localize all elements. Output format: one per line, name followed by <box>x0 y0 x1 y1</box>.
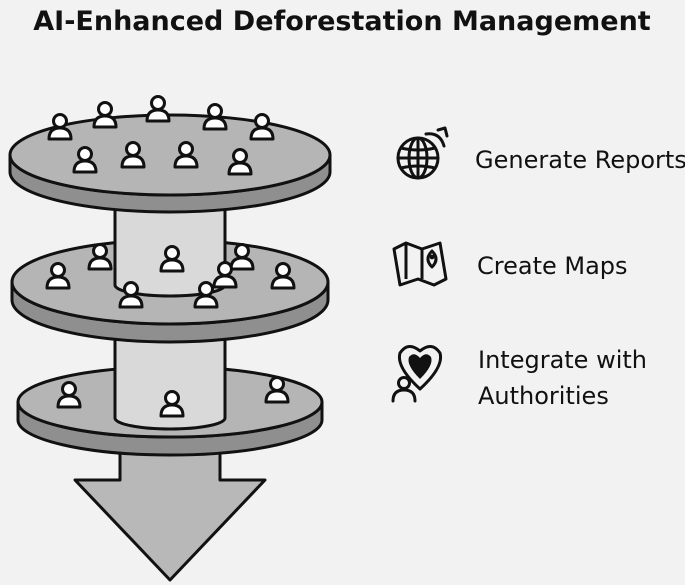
globe-arrow-icon <box>396 126 449 180</box>
feature-integrate-label-line-1: Integrate with <box>478 346 647 374</box>
person-heart-icon <box>391 345 443 403</box>
map-pin-icon <box>392 241 448 287</box>
page-title: AI-Enhanced Deforestation Management <box>33 6 651 37</box>
feature-create-maps-label: Create Maps <box>477 252 628 280</box>
feature-generate-reports-label: Generate Reports <box>475 146 685 174</box>
feature-integrate-label-line-2: Authorities <box>478 382 609 410</box>
person-icon <box>92 101 118 129</box>
person-icon <box>145 95 171 123</box>
lower-pillar <box>113 313 227 431</box>
